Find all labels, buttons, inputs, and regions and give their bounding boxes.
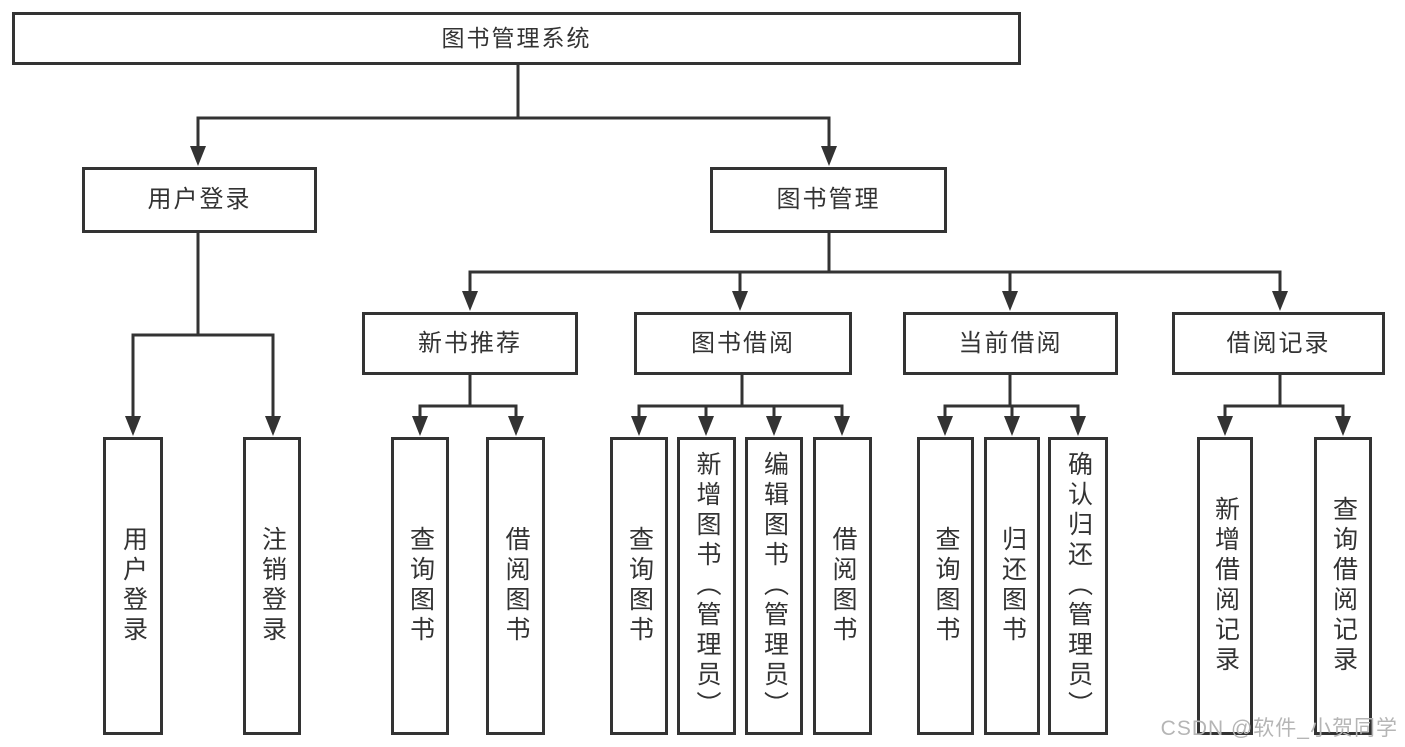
leaf-query-borrow-record: 查询借阅记录 [1314, 437, 1372, 735]
node-borrow-records-label: 借阅记录 [1226, 329, 1331, 357]
node-current-borrow-label: 当前借阅 [958, 329, 1063, 357]
leaf-return-books: 归还图书 [984, 437, 1040, 735]
leaf-edit-books-admin-label: 编辑图书（管理员） [760, 451, 789, 721]
leaf-add-borrow-record-label: 新增借阅记录 [1211, 496, 1240, 676]
node-book-management-label: 图书管理 [776, 186, 881, 213]
leaf-edit-books-admin: 编辑图书（管理员） [745, 437, 803, 735]
leaf-add-borrow-record: 新增借阅记录 [1197, 437, 1253, 735]
node-current-borrow: 当前借阅 [903, 312, 1118, 375]
node-user-login-label: 用户登录 [147, 186, 252, 213]
leaf-user-login-label: 用户登录 [119, 526, 148, 646]
node-new-book-recommend-label: 新书推荐 [418, 329, 522, 357]
leaf-query-books-borrow-label: 查询图书 [625, 526, 654, 646]
leaf-borrow-books-recommend: 借阅图书 [486, 437, 545, 735]
leaf-query-books-current: 查询图书 [917, 437, 974, 735]
leaf-query-books-recommend-label: 查询图书 [406, 526, 435, 646]
watermark: CSDN @软件_小贺同学 [1160, 717, 1398, 740]
node-borrow-records: 借阅记录 [1172, 312, 1385, 375]
node-library-system-label: 图书管理系统 [441, 25, 592, 51]
node-book-management: 图书管理 [710, 167, 947, 233]
node-book-borrow: 图书借阅 [634, 312, 852, 375]
leaf-borrow-books-recommend-label: 借阅图书 [502, 526, 530, 646]
leaf-return-books-label: 归还图书 [998, 526, 1027, 646]
leaf-query-books-recommend: 查询图书 [391, 437, 449, 735]
leaf-confirm-return-admin-label: 确认归还（管理员） [1064, 451, 1093, 721]
leaf-query-borrow-record-label: 查询借阅记录 [1329, 496, 1358, 676]
node-library-system: 图书管理系统 [12, 12, 1021, 65]
node-book-borrow-label: 图书借阅 [691, 329, 795, 357]
leaf-borrow-books-label: 借阅图书 [829, 526, 857, 646]
leaf-logout: 注销登录 [243, 437, 301, 735]
leaf-logout-label: 注销登录 [258, 526, 287, 646]
leaf-add-books-admin-label: 新增图书（管理员） [693, 451, 721, 721]
leaf-confirm-return-admin: 确认归还（管理员） [1048, 437, 1108, 735]
leaf-user-login: 用户登录 [103, 437, 163, 735]
leaf-add-books-admin: 新增图书（管理员） [677, 437, 736, 735]
node-user-login: 用户登录 [82, 167, 317, 233]
leaf-query-books-borrow: 查询图书 [610, 437, 668, 735]
node-new-book-recommend: 新书推荐 [362, 312, 578, 375]
leaf-borrow-books: 借阅图书 [813, 437, 872, 735]
leaf-query-books-current-label: 查询图书 [932, 526, 960, 646]
